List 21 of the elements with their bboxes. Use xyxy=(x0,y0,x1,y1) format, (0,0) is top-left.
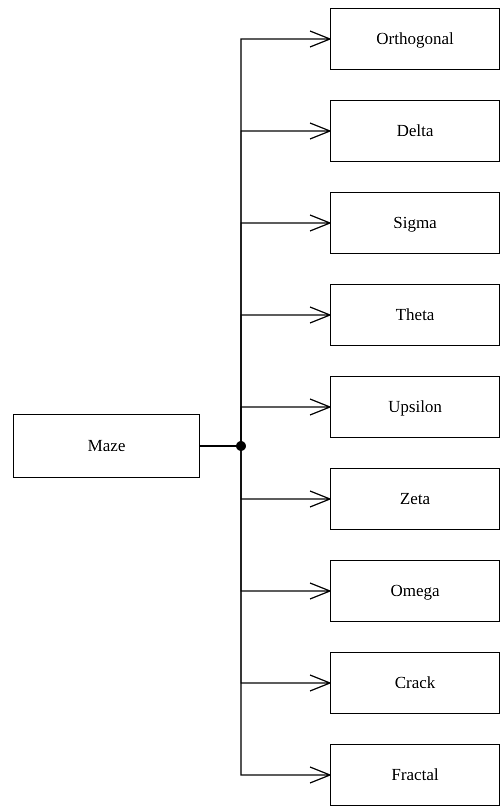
box-label: Crack xyxy=(394,673,436,693)
box-label: Upsilon xyxy=(388,397,442,417)
box-label: Maze xyxy=(88,436,126,456)
process-box xyxy=(330,376,500,438)
box-label: Theta xyxy=(396,305,434,325)
process-box xyxy=(330,468,500,530)
box-label: Sigma xyxy=(393,213,437,233)
process-box xyxy=(330,284,500,346)
arrow xyxy=(200,445,331,784)
process-box xyxy=(330,8,500,70)
box-label: Delta xyxy=(396,121,434,141)
box-label: Fractal xyxy=(391,765,439,785)
process-box xyxy=(330,744,500,806)
process-box xyxy=(13,414,200,478)
process-box xyxy=(330,192,500,254)
process-box xyxy=(330,560,500,622)
box-label: Omega xyxy=(390,581,440,601)
box-label: Orthogonal xyxy=(376,29,454,49)
box-label: Zeta xyxy=(400,489,430,509)
process-box xyxy=(330,652,500,714)
process-box xyxy=(330,100,500,162)
